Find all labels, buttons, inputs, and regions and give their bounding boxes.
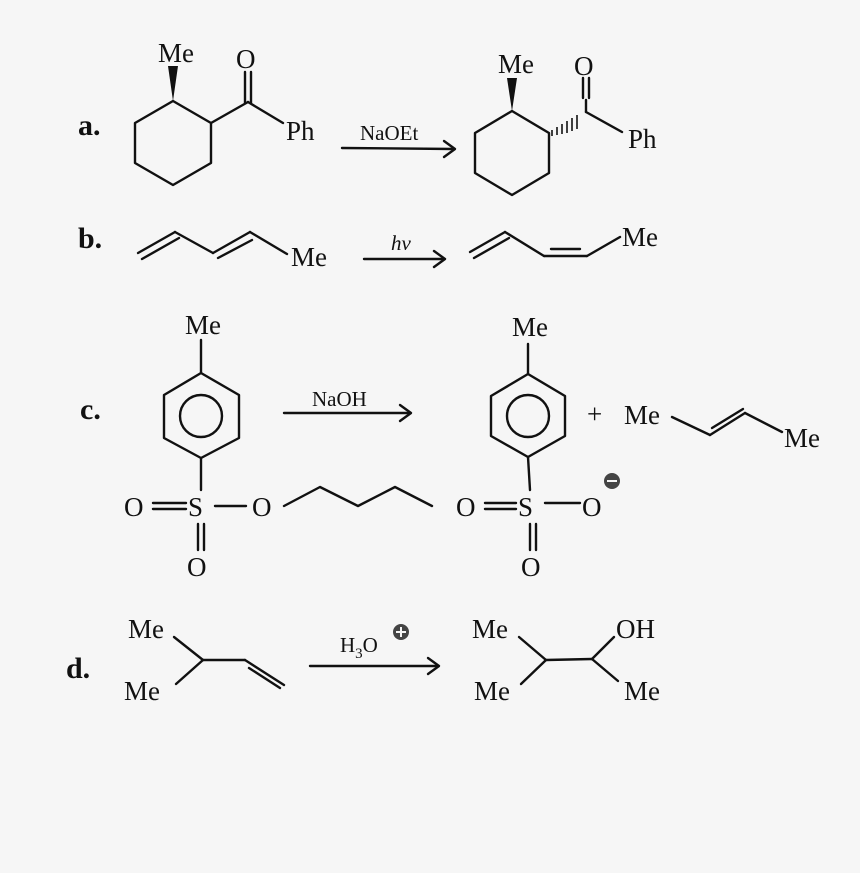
wedge-bond-icon	[507, 78, 517, 111]
atom-me: Me	[624, 400, 660, 430]
product-a: Me O Ph	[473, 49, 657, 197]
reagent-o: O	[363, 633, 378, 657]
aromatic-ring-icon	[505, 393, 551, 439]
atom-me: Me	[784, 423, 820, 453]
label-a: a.	[78, 109, 101, 142]
atom-o: O	[582, 492, 602, 522]
product-d: Me OH Me Me	[472, 614, 660, 706]
reactant-b: Me	[136, 230, 327, 272]
wedge-bond-icon	[168, 66, 178, 101]
atom-me: Me	[158, 38, 194, 68]
reagent-subscript: 3	[355, 646, 363, 662]
negative-charge-icon	[604, 473, 620, 489]
label-d: d.	[66, 652, 90, 685]
product-c: Me S O O O	[456, 312, 620, 582]
coproduct-c: Me Me	[624, 400, 820, 453]
atom-o: O	[521, 552, 541, 582]
atom-me: Me	[291, 242, 327, 272]
aromatic-ring-icon	[178, 393, 224, 439]
atom-o: O	[456, 492, 476, 522]
arrow-b: hv	[362, 231, 447, 269]
reactant-d: Me Me	[124, 614, 286, 706]
plus-sign: +	[587, 399, 602, 429]
atom-me: Me	[124, 676, 160, 706]
label-c: c.	[80, 393, 101, 426]
reagent-naoet: NaOEt	[360, 121, 418, 145]
atom-oh: OH	[616, 614, 655, 644]
positive-charge-icon	[393, 624, 409, 640]
hashed-bond-icon	[551, 115, 578, 136]
label-b: b.	[78, 222, 102, 255]
atom-me: Me	[624, 676, 660, 706]
reagent-h3o-plus: H3O	[340, 624, 409, 662]
atom-me: Me	[622, 222, 658, 252]
reaction-b: b. Me hv Me	[78, 222, 658, 272]
atom-o: O	[252, 492, 272, 522]
atom-ph: Ph	[628, 124, 657, 154]
atom-o: O	[187, 552, 207, 582]
atom-o: O	[124, 492, 144, 522]
atom-me: Me	[512, 312, 548, 342]
atom-me: Me	[185, 310, 221, 340]
atom-me: Me	[474, 676, 510, 706]
atom-o: O	[574, 51, 594, 81]
product-b: Me	[468, 222, 658, 260]
atom-s: S	[518, 492, 533, 522]
atom-s: S	[188, 492, 203, 522]
reaction-c: c. Me S O O O NaOH Me	[80, 310, 820, 582]
reaction-a: a. Me O Ph NaOEt Me	[78, 38, 657, 197]
arrow-c: NaOH	[282, 387, 413, 423]
reaction-d: d. Me Me H3O Me OH M	[66, 614, 660, 706]
reagent-h: H	[340, 633, 355, 657]
reactant-a: Me O Ph	[133, 38, 315, 187]
atom-o: O	[236, 44, 256, 74]
arrow-d: H3O	[308, 624, 441, 676]
atom-me: Me	[498, 49, 534, 79]
arrow-a: NaOEt	[340, 121, 457, 159]
atom-me: Me	[128, 614, 164, 644]
reactant-c: Me S O O O	[124, 310, 434, 582]
atom-me: Me	[472, 614, 508, 644]
reagent-hv: hv	[391, 231, 412, 255]
reagent-naoh: NaOH	[312, 387, 367, 411]
atom-ph: Ph	[286, 116, 315, 146]
svg-text:H3O: H3O	[340, 633, 378, 662]
